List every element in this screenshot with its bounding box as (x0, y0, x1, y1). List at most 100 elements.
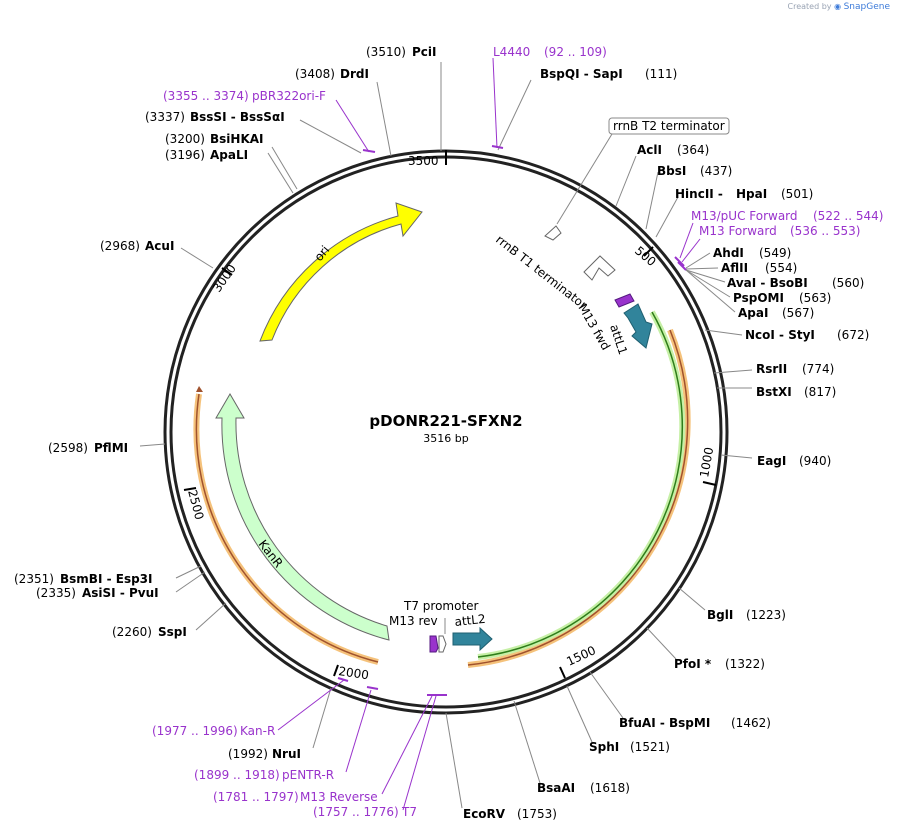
primer-kan-r[interactable]: (1977 .. 1996) Kan-R (152, 724, 275, 738)
svg-text:(1757 .. 1776): (1757 .. 1776) (313, 805, 399, 819)
svg-text:Kan-R: Kan-R (240, 724, 275, 738)
green-arc-line (477, 311, 683, 658)
feature-m13-rev-arrow[interactable] (429, 635, 439, 653)
feature-rrnb-t1-label: rrnB T1 terminator (493, 232, 590, 312)
feature-rrnb-t1-arrow[interactable] (583, 255, 616, 281)
site-pfoi[interactable]: PfoI * (1322) (674, 657, 765, 671)
site-apai[interactable]: ApaI (567) (738, 306, 814, 320)
plasmid-size: 3516 bp (423, 432, 468, 445)
feature-rrnb-t2-arrow[interactable] (544, 225, 562, 241)
site-bstxi[interactable]: BstXI (817) (756, 385, 836, 399)
site-bsmbi[interactable]: (2351) BsmBI - Esp3I (14, 572, 152, 586)
feature-attl2-label: attL2 (454, 612, 486, 629)
svg-text:(536 .. 553): (536 .. 553) (790, 224, 860, 238)
inner-left-arc-line (195, 393, 379, 663)
svg-text:(2968): (2968) (100, 239, 140, 253)
svg-text:(940): (940) (799, 454, 831, 468)
tick-label-3000: 3000 (210, 262, 239, 295)
site-pflmi[interactable]: (2598) PflMI (48, 441, 128, 455)
site-ncoi[interactable]: NcoI - StyI (672) (745, 328, 869, 342)
primer-m13-reverse[interactable]: (1781 .. 1797) M13 Reverse (213, 790, 378, 804)
primer-pbr322ori-f[interactable]: (3355 .. 3374) pBR322ori-F (163, 89, 326, 103)
feature-m13-fwd-arrow[interactable] (614, 293, 635, 308)
svg-text:BglI: BglI (707, 608, 733, 622)
site-bbsi[interactable]: BbsI (437) (657, 164, 732, 178)
svg-text:AclI: AclI (637, 143, 662, 157)
site-acli[interactable]: AclI (364) (637, 143, 709, 157)
site-bsaai[interactable]: BsaAI (1618) (537, 781, 630, 795)
svg-text:(364): (364) (677, 143, 709, 157)
svg-text:(3408): (3408) (295, 67, 335, 81)
svg-text:(3200): (3200) (165, 132, 205, 146)
svg-text:SphI: SphI (589, 740, 619, 754)
svg-text:NruI: NruI (272, 747, 301, 761)
svg-text:HpaI: HpaI (736, 187, 767, 201)
feature-rrnb-t2-label: rrnB T2 terminator (613, 119, 725, 133)
svg-text:PfoI *: PfoI * (674, 657, 712, 671)
site-avai[interactable]: AvaI - BsoBI (560) (727, 276, 864, 290)
svg-text:DrdI: DrdI (340, 67, 369, 81)
svg-text:(1977 .. 1996): (1977 .. 1996) (152, 724, 238, 738)
tick-mark-1000 (702, 481, 717, 486)
primer-l4440[interactable]: L4440 (92 .. 109) (493, 45, 607, 59)
tick-mark-2500 (183, 487, 197, 491)
site-acui[interactable]: (2968) AcuI (100, 239, 174, 253)
svg-text:PspOMI: PspOMI (733, 291, 784, 305)
site-drdi[interactable]: (3408) DrdI (295, 67, 369, 81)
svg-text:(560): (560) (832, 276, 864, 290)
site-bspqi[interactable]: BspQI - SapI (111) (540, 67, 677, 81)
site-pspomi[interactable]: PspOMI (563) (733, 291, 831, 305)
primer-t7[interactable]: (1757 .. 1776) T7 (313, 805, 417, 819)
svg-text:(1462): (1462) (731, 716, 771, 730)
site-apali[interactable]: (3196) ApaLI (165, 148, 248, 162)
svg-text:(501): (501) (781, 187, 813, 201)
inner-right-arc-line (467, 329, 689, 666)
primer-m13-forward[interactable]: M13 Forward (536 .. 553) (699, 224, 860, 238)
site-bsihkai[interactable]: (3200) BsiHKAI (165, 132, 264, 146)
primer-pentr-r[interactable]: (1899 .. 1918) pENTR-R (194, 768, 334, 782)
tick-label-3500: 3500 (408, 154, 439, 168)
site-eagi[interactable]: EagI (940) (757, 454, 831, 468)
feature-attl1-arrow[interactable] (623, 303, 653, 349)
svg-text:(774): (774) (802, 362, 834, 376)
svg-text:(2351): (2351) (14, 572, 54, 586)
svg-text:(3510): (3510) (366, 45, 406, 59)
site-hpai[interactable]: HincII - HpaI (501) (675, 187, 813, 201)
site-sphi[interactable]: SphI (1521) (589, 740, 670, 754)
svg-text:(522 .. 544): (522 .. 544) (813, 209, 883, 223)
primer-labels: L4440 (92 .. 109) (3355 .. 3374) pBR322o… (152, 45, 883, 819)
tick-label-2000: 2000 (338, 664, 370, 682)
svg-text:(554): (554) (765, 261, 797, 275)
site-nrui[interactable]: (1992) NruI (228, 747, 301, 761)
site-bgli[interactable]: BglI (1223) (707, 608, 786, 622)
primer-m13-puc-forward[interactable]: M13/pUC Forward (522 .. 544) (691, 209, 883, 223)
site-pcii[interactable]: (3510) PciI (366, 45, 437, 59)
branding-product: SnapGene (843, 2, 890, 12)
svg-text:AvaI - BsoBI: AvaI - BsoBI (727, 276, 808, 290)
svg-text:HincII -: HincII - (675, 187, 723, 201)
svg-text:PciI: PciI (412, 45, 437, 59)
svg-text:(111): (111) (645, 67, 677, 81)
feature-kanr-arrow[interactable] (215, 393, 390, 641)
tick-mark-3000 (221, 267, 233, 276)
svg-text:BspQI - SapI: BspQI - SapI (540, 67, 623, 81)
site-ecorv[interactable]: EcoRV (1753) (463, 807, 557, 821)
site-asisi[interactable]: (2335) AsiSI - PvuI (36, 586, 159, 600)
snapgene-branding: Created by ◉ SnapGene (788, 2, 891, 12)
site-sspi[interactable]: (2260) SspI (112, 625, 187, 639)
svg-text:(1618): (1618) (590, 781, 630, 795)
feature-ori-arrow[interactable] (259, 202, 423, 342)
site-rsrii[interactable]: RsrII (774) (756, 362, 834, 376)
svg-text:(2260): (2260) (112, 625, 152, 639)
feature-attl2-arrow[interactable] (452, 626, 493, 652)
site-bfuai[interactable]: BfuAI - BspMI (1462) (619, 716, 771, 730)
svg-text:(3196): (3196) (165, 148, 205, 162)
svg-text:(672): (672) (837, 328, 869, 342)
site-ahdi[interactable]: AhdI (549) (713, 246, 791, 260)
site-bsssi[interactable]: (3337) BssSI - BssSαI (145, 110, 285, 124)
green-arc-highlight (477, 310, 686, 660)
plasmid-name: pDONR221-SFXN2 (369, 412, 522, 430)
svg-text:BfuAI - BspMI: BfuAI - BspMI (619, 716, 710, 730)
feature-t7-promoter-arrow[interactable] (438, 635, 447, 653)
site-aflii[interactable]: AflII (554) (721, 261, 797, 275)
